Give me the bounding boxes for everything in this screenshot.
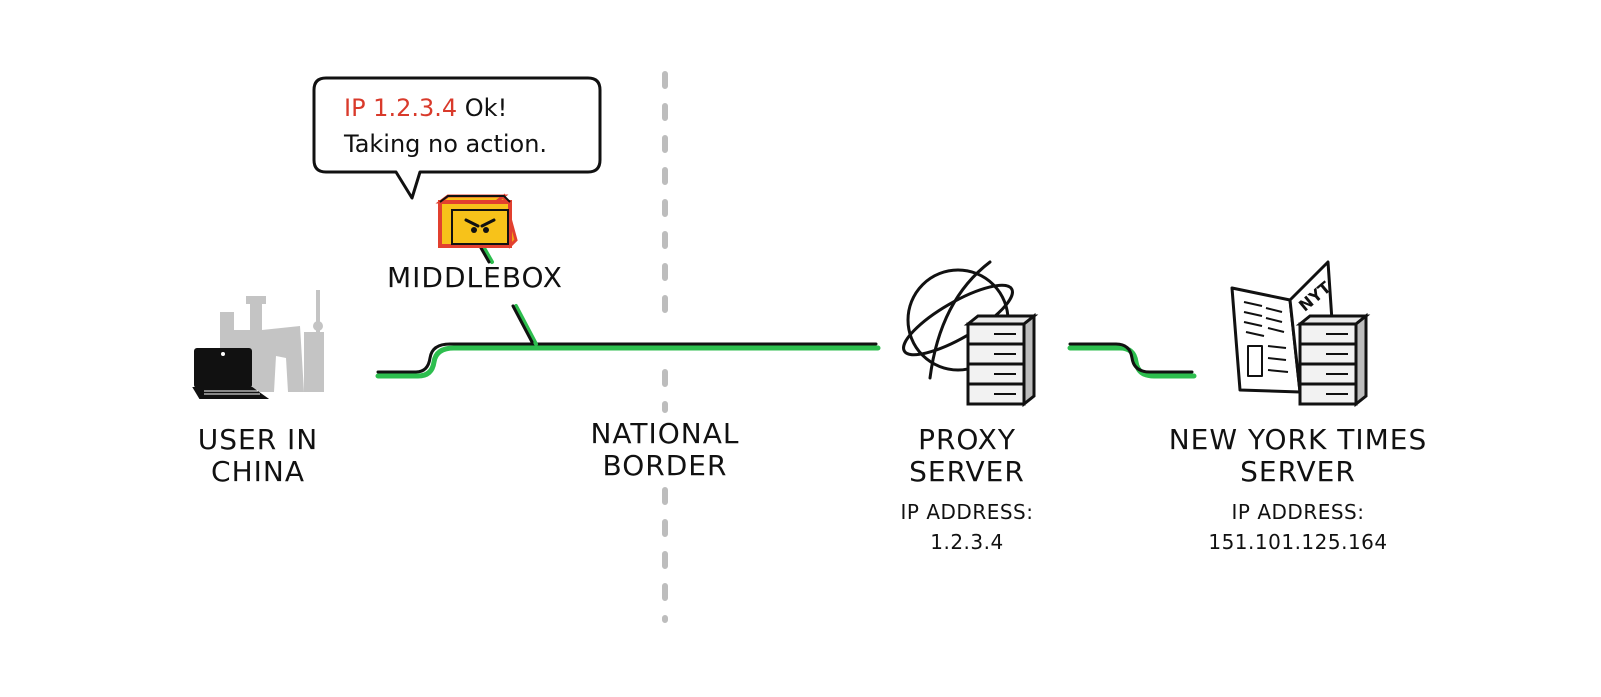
nyt-label-line2: SERVER bbox=[1240, 455, 1356, 488]
proxy-ip-value: 1.2.3.4 bbox=[930, 530, 1004, 554]
connection-proxy-to-nyt bbox=[1067, 342, 1197, 379]
server-rack-icon bbox=[963, 312, 1039, 408]
speech-bubble-highlight: IP 1.2.3.4 bbox=[344, 94, 458, 122]
speech-bubble-line1: IP 1.2.3.4 Ok! bbox=[344, 90, 507, 126]
user-label-line2: CHINA bbox=[211, 455, 305, 488]
middlebox-tap-line bbox=[479, 246, 538, 346]
nyt-label-line1: NEW YORK TIMES bbox=[1168, 423, 1428, 456]
angry-box-icon bbox=[435, 193, 518, 249]
user-label-line1: USER IN bbox=[197, 423, 319, 456]
proxy-label-line1: PROXY bbox=[918, 423, 1016, 456]
speech-bubble-rest: Ok! bbox=[457, 94, 508, 122]
proxy-label-line2: SERVER bbox=[909, 455, 1025, 488]
nyt-server-rack-icon bbox=[1295, 312, 1371, 408]
speech-bubble bbox=[312, 76, 602, 200]
middlebox-label: MIDDLEBOX bbox=[387, 261, 563, 294]
connection-user-to-proxy bbox=[375, 342, 881, 379]
nyt-ip-caption: IP ADDRESS: bbox=[1231, 500, 1365, 524]
border-label-line1: NATIONAL bbox=[590, 417, 740, 450]
proxy-ip-caption: IP ADDRESS: bbox=[900, 500, 1034, 524]
border-label-line2: BORDER bbox=[602, 449, 728, 482]
laptop-icon bbox=[192, 348, 270, 399]
speech-bubble-line2: Taking no action. bbox=[344, 130, 548, 158]
nyt-ip-value: 151.101.125.164 bbox=[1208, 530, 1388, 554]
